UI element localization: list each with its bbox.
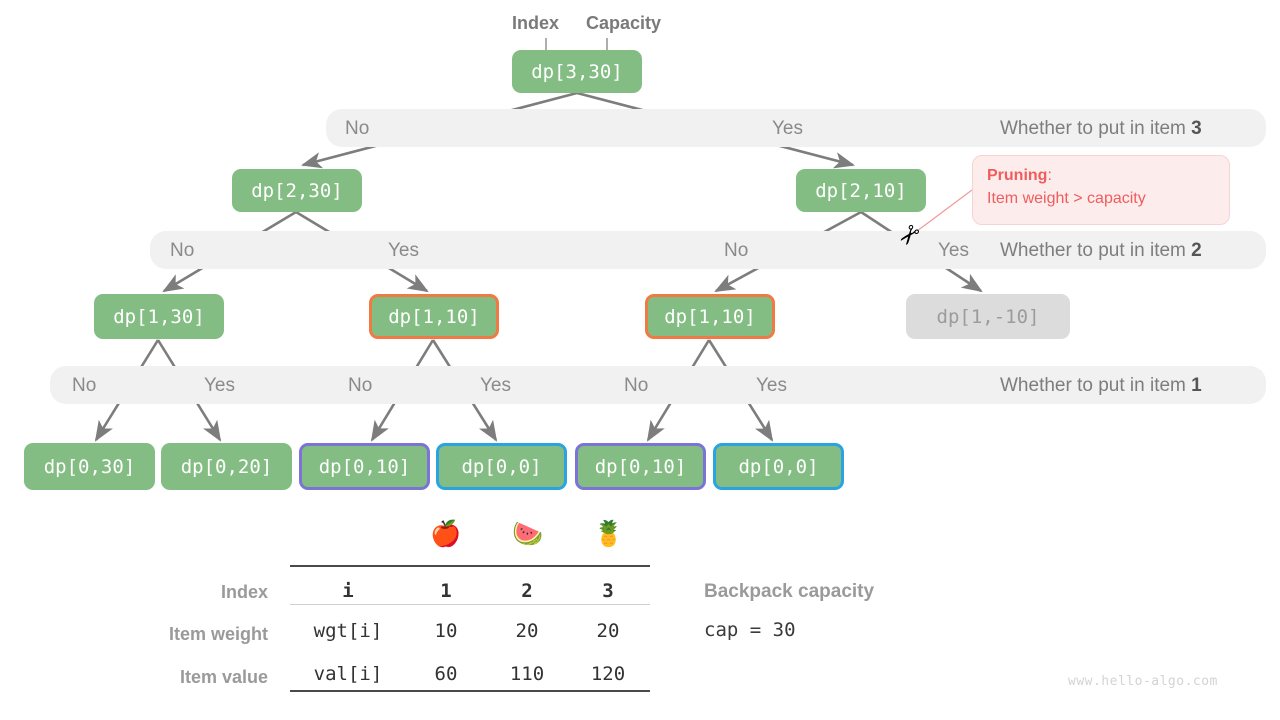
table-row-label-item-value: Item value	[179, 667, 268, 687]
table-key-val: val[i]	[313, 663, 383, 685]
tree-node-root[interactable]: dp[3,30]	[512, 50, 642, 93]
table-rule-top	[290, 565, 650, 567]
pruning-callout: Pruning: Item weight > capacity	[972, 155, 1230, 225]
table-index-1: 1	[440, 580, 452, 602]
band2-question: Whether to put in item 2	[1000, 241, 1202, 260]
band3-choice-no: No	[345, 118, 370, 139]
pruning-title: Pruning	[987, 167, 1048, 184]
tree-node-dp-1-10-a[interactable]: dp[1,10]	[369, 294, 499, 339]
pruning-title-line: Pruning:	[987, 164, 1217, 187]
band3-choice-yes: Yes	[772, 118, 803, 139]
band1-choice-yes-1: Yes	[204, 375, 235, 396]
level-band-item2	[150, 231, 1266, 269]
band1-question: Whether to put in item 1	[1000, 376, 1202, 395]
backpack-capacity-value: cap = 30	[704, 619, 796, 641]
band1-question-num: 1	[1191, 375, 1202, 396]
band1-choice-no-2: No	[348, 375, 373, 396]
annotation-index: Index	[512, 13, 560, 33]
tree-leaf-dp-0-0-a[interactable]: dp[0,0]	[436, 443, 567, 490]
band1-question-text: Whether to put in item	[1000, 375, 1192, 396]
band1-choice-yes-3: Yes	[756, 375, 787, 396]
watermark: www.hello-algo.com	[1068, 674, 1218, 689]
band2-question-text: Whether to put in item	[1000, 240, 1192, 261]
band1-choice-no-1: No	[72, 375, 97, 396]
tree-node-dp-2-30[interactable]: dp[2,30]	[232, 169, 362, 212]
pineapple-icon: 🍍	[593, 520, 625, 548]
apple-icon: 🍎	[430, 520, 462, 548]
table-wgt-1: 10	[434, 620, 458, 642]
table-rule-mid	[290, 604, 650, 605]
table-index-2: 2	[521, 580, 533, 602]
table-key-wgt: wgt[i]	[313, 620, 383, 642]
table-val-3: 120	[590, 663, 626, 685]
table-wgt-3: 20	[596, 620, 620, 642]
level-band-item3	[326, 109, 1266, 147]
band3-question-text: Whether to put in item	[1000, 118, 1192, 139]
band2-choice-no-1: No	[170, 240, 195, 261]
band1-choice-yes-2: Yes	[480, 375, 511, 396]
pruning-detail: Item weight > capacity	[987, 190, 1146, 208]
pruning-colon: :	[1047, 167, 1052, 184]
band2-choice-no-2: No	[724, 240, 749, 261]
tree-leaf-dp-0-20[interactable]: dp[0,20]	[161, 443, 292, 490]
band3-question-num: 3	[1191, 118, 1202, 139]
level-band-item1	[50, 366, 1266, 404]
tree-leaf-dp-0-10-b[interactable]: dp[0,10]	[575, 443, 706, 490]
table-row-label-item-weight: Item weight	[168, 624, 268, 644]
table-wgt-2: 20	[515, 620, 539, 642]
tree-node-dp-1-neg10-pruned[interactable]: dp[1,-10]	[906, 294, 1070, 339]
tree-node-dp-2-10[interactable]: dp[2,10]	[796, 169, 926, 212]
table-key-i: i	[342, 580, 354, 602]
tree-node-dp-1-30[interactable]: dp[1,30]	[94, 294, 224, 339]
watermelon-icon: 🍉	[512, 520, 544, 548]
table-row-label-index: Index	[220, 582, 268, 602]
backpack-capacity-title: Backpack capacity	[704, 581, 875, 602]
table-index-3: 3	[602, 580, 614, 602]
tree-node-dp-1-10-b[interactable]: dp[1,10]	[645, 294, 775, 339]
table-val-1: 60	[434, 663, 458, 685]
table-rule-bottom	[290, 690, 650, 692]
band2-choice-yes-1: Yes	[388, 240, 419, 261]
tree-leaf-dp-0-0-b[interactable]: dp[0,0]	[713, 443, 844, 490]
band2-question-num: 2	[1191, 240, 1202, 261]
band3-question: Whether to put in item 3	[1000, 119, 1202, 138]
table-val-2: 110	[509, 663, 545, 685]
annotation-capacity: Capacity	[586, 13, 662, 33]
band2-choice-yes-2: Yes	[938, 240, 969, 261]
tree-leaf-dp-0-30[interactable]: dp[0,30]	[24, 443, 155, 490]
band1-choice-no-3: No	[624, 375, 649, 396]
tree-leaf-dp-0-10-a[interactable]: dp[0,10]	[299, 443, 430, 490]
